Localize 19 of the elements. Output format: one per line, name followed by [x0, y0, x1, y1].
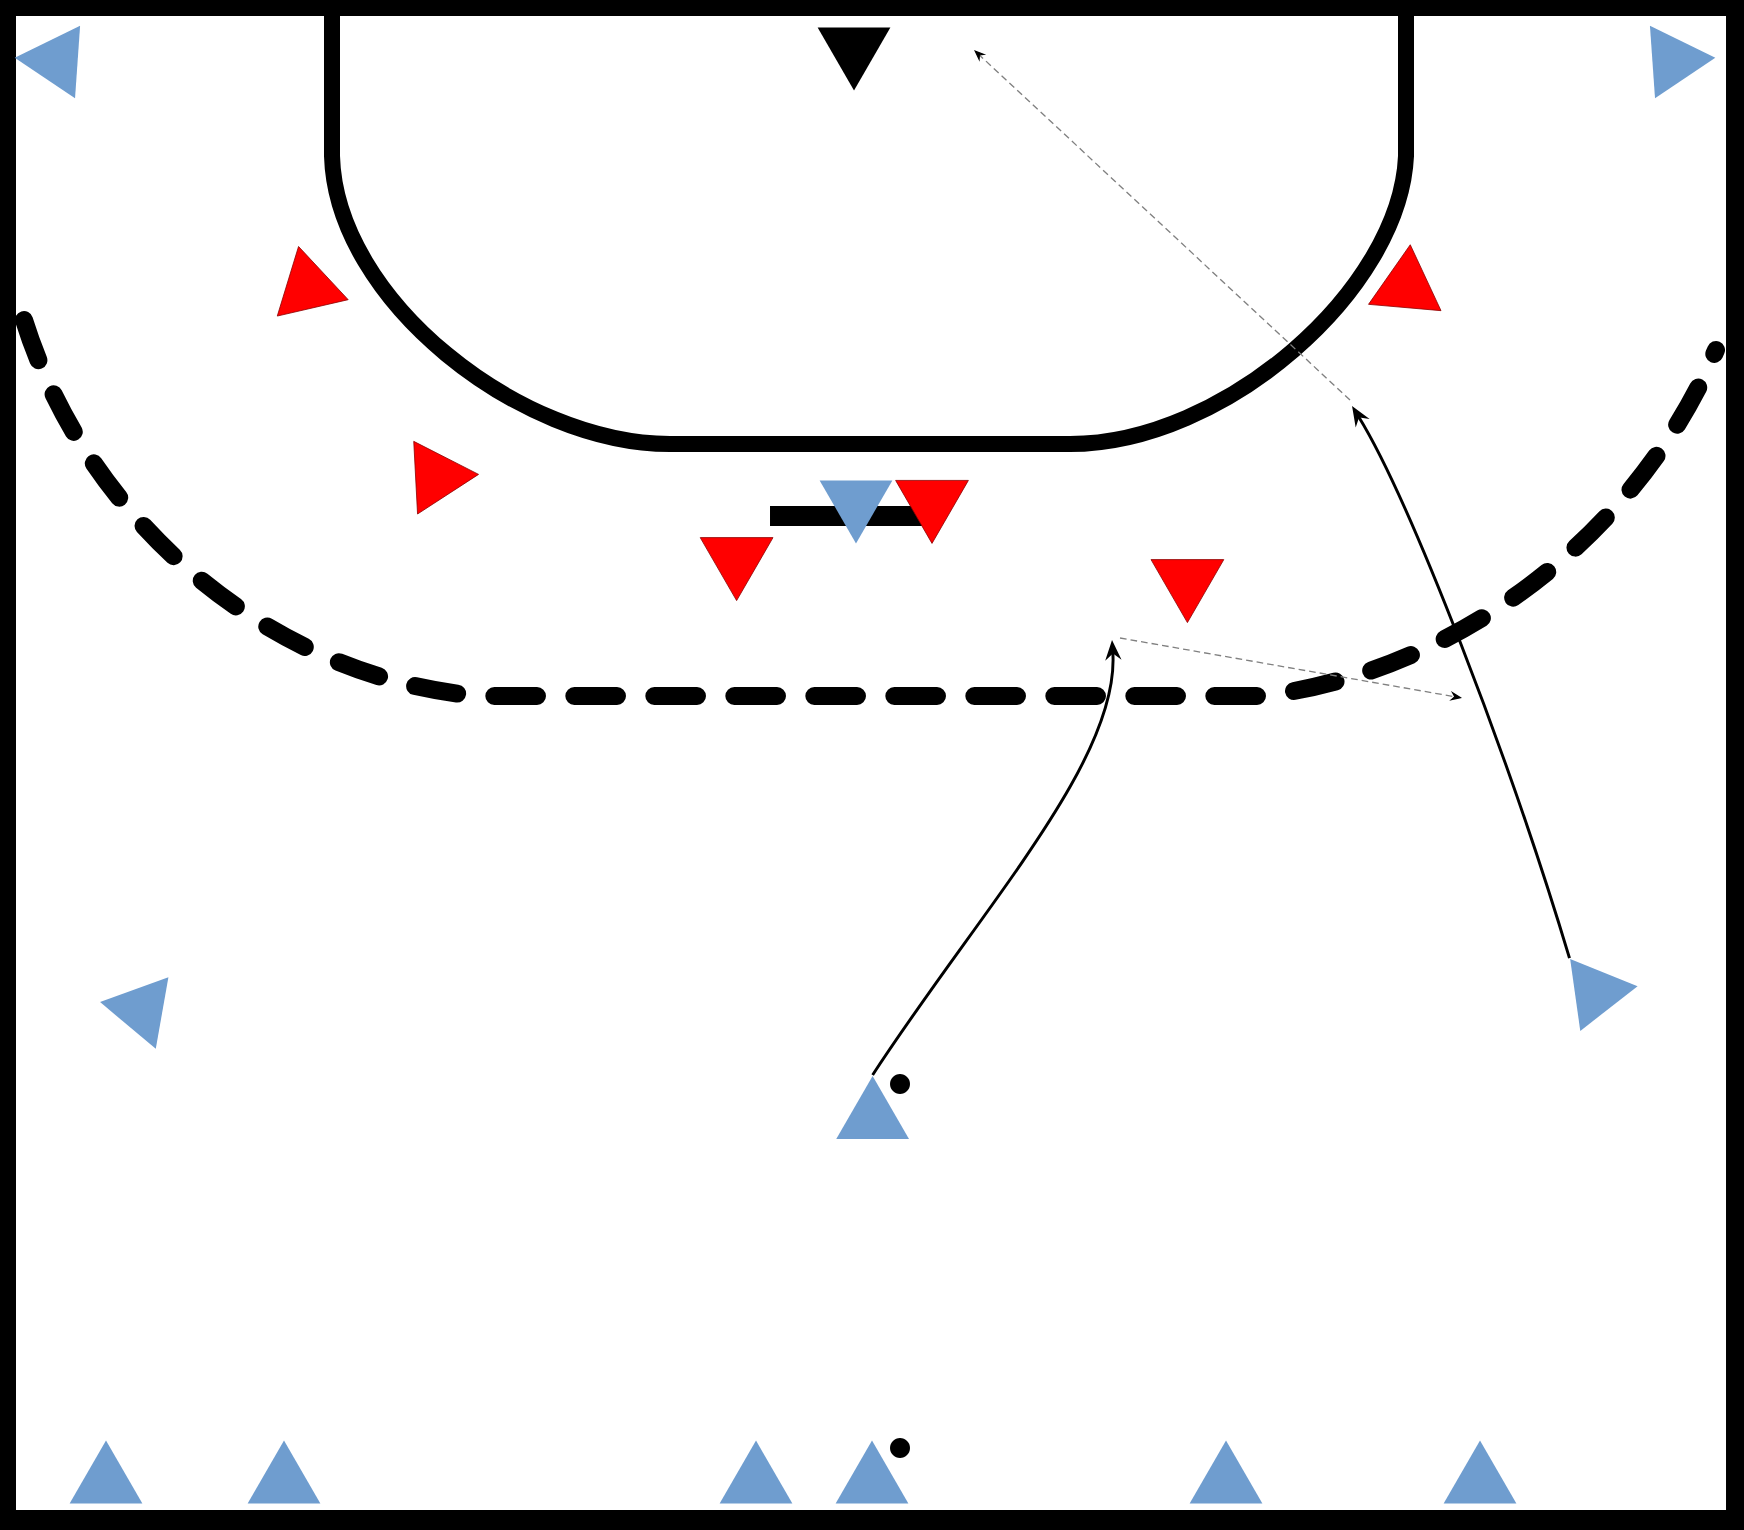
player-triangle	[1150, 559, 1225, 623]
player-triangle	[69, 1440, 143, 1504]
player-triangle	[1570, 958, 1638, 1031]
player-triangle	[895, 480, 969, 544]
player-triangle	[1189, 1440, 1263, 1504]
player-triangle	[1649, 25, 1716, 99]
player-triangle	[413, 440, 479, 515]
player-triangle	[719, 1440, 793, 1504]
player-triangle	[1443, 1440, 1517, 1504]
player-triangle	[100, 977, 169, 1049]
player-triangle	[699, 537, 774, 601]
player-triangle	[247, 1440, 321, 1504]
player-triangle	[817, 27, 891, 91]
player-triangle	[276, 246, 349, 317]
player-triangle	[835, 1440, 909, 1504]
player-triangle	[836, 1076, 909, 1139]
player-triangle	[1368, 244, 1442, 312]
player-triangle	[819, 480, 893, 544]
player-triangle	[14, 25, 81, 99]
